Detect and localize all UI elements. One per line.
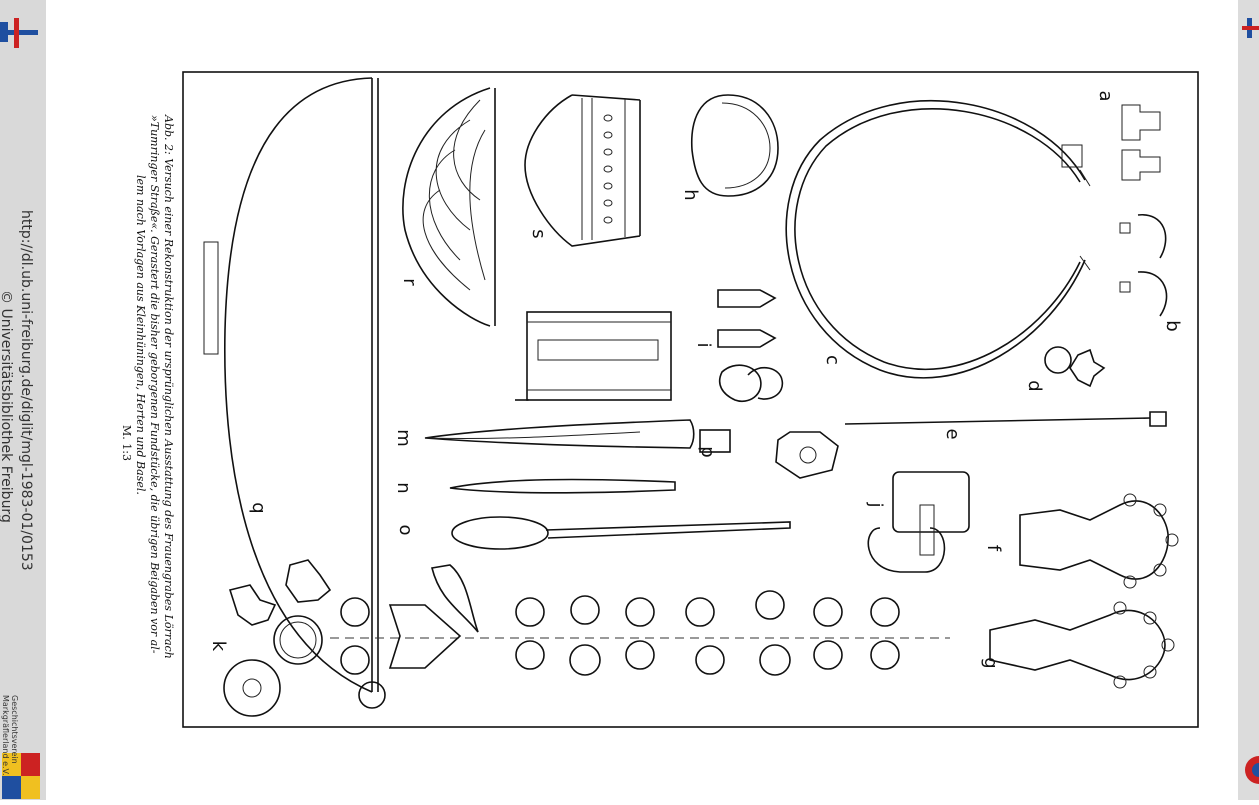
item-j-buckle [867,471,970,573]
item-f-bow-brooch [1019,493,1179,589]
right-margin-strip [1238,0,1259,800]
item-p-rivets [699,429,839,479]
label-q: q [248,502,269,514]
caption-line-2: »Tumringer Straße«. Gerastert die bisher… [148,115,161,654]
item-r-glass-bowl [402,87,496,327]
label-k: k [208,640,229,652]
label-h: h [680,189,701,201]
left-margin-strip [0,0,46,800]
item-i-strap-ends [717,289,784,402]
label-j: j [865,502,886,508]
label-n: n [393,482,414,494]
label-m: m [393,429,414,447]
item-m-shears [424,419,695,449]
item-k-pendants [223,559,950,717]
coat-of-arms-icon [2,753,40,799]
label-e: e [942,428,963,440]
caption-line-3: lem nach Vorlagen aus Kleinhüningen, Her… [134,175,147,495]
item-e-pin [844,411,1167,427]
item-c-torc [785,100,1091,379]
label-p: p [697,446,718,458]
label-r: r [399,278,420,286]
label-d: d [1024,380,1045,392]
label-f: f [983,544,1004,552]
item-o-spoon [451,516,791,550]
label-o: o [395,524,416,536]
item-b-earrings [1119,214,1168,317]
item-l-comb [526,311,672,401]
item-n-knife [449,478,676,494]
label-g: g [980,657,1001,669]
item-h-ring [690,94,779,197]
right-logo-icon [1242,18,1259,784]
item-q-bowl [203,77,379,693]
item-a-clasps [1121,104,1161,181]
label-l: l [510,397,531,403]
label-b: b [1162,320,1183,332]
caption-scale: M. 1:3 [120,425,133,461]
item-s-cup [524,94,641,247]
label-a: a [1095,90,1116,102]
plate-frame [182,71,1199,728]
item-g-bow-brooch [989,601,1175,689]
figure-caption: Abb. 2: Versuch einer Rekonstruktion der… [119,115,175,659]
item-d-brooches [1044,346,1106,388]
label-c: c [822,355,843,365]
caption-line-1: Abb. 2: Versuch einer Rekonstruktion der… [162,115,175,659]
label-i: i [693,342,714,348]
library-logo-icon [0,18,38,48]
label-s: s [528,229,549,239]
